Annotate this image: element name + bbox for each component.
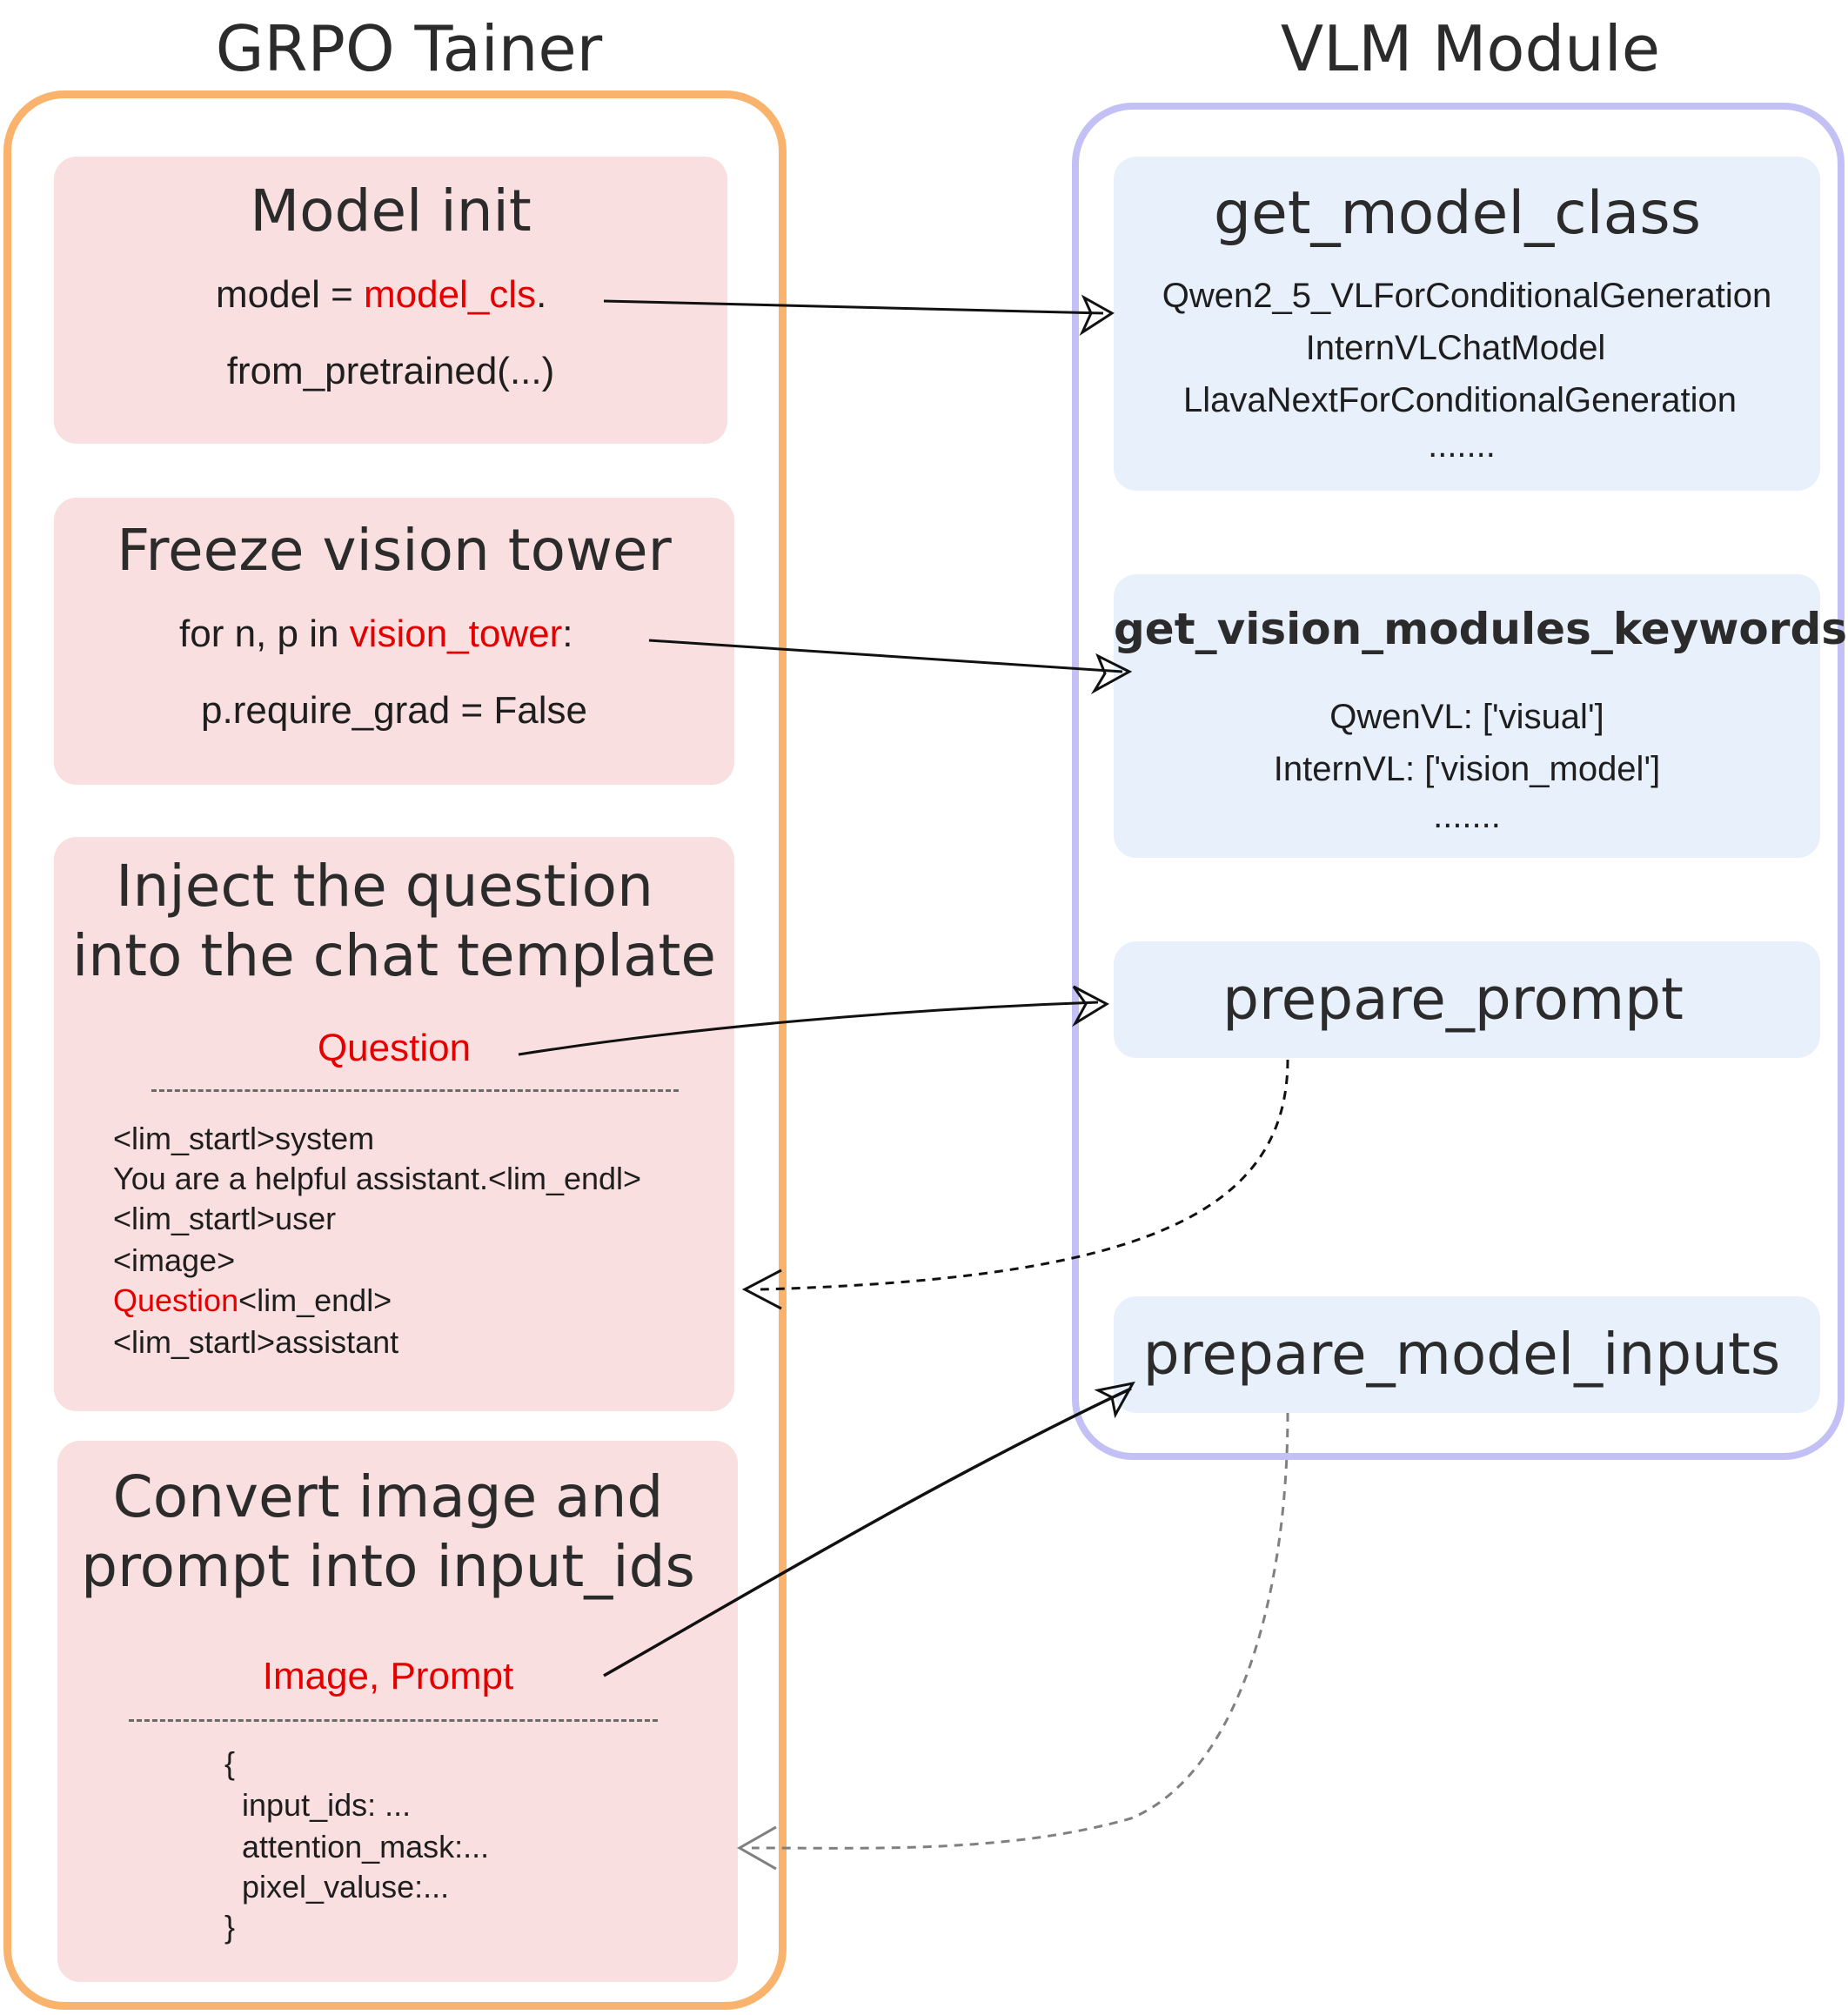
arrowhead-prepare-prompt bbox=[1071, 985, 1110, 1028]
vision-keyword-ellipsis: ....... bbox=[1433, 797, 1501, 835]
convert-image-card: Convert image and prompt into input_ids … bbox=[57, 1441, 738, 1982]
question-input-label: Question bbox=[317, 1027, 472, 1069]
template-line-6: <lim_startl>assistant bbox=[113, 1324, 399, 1360]
question-highlight: Question bbox=[113, 1282, 239, 1318]
inputs-line-4: pixel_valuse:... bbox=[224, 1869, 450, 1905]
template-line-1: <lim_startl>system bbox=[113, 1121, 375, 1156]
convert-title-2: prompt into input_ids bbox=[81, 1533, 695, 1600]
prepare-prompt-title: prepare_prompt bbox=[1222, 966, 1684, 1033]
vision-keyword-internvl: InternVL: ['vision_model'] bbox=[1273, 750, 1661, 788]
freeze-vision-tower-title: Freeze vision tower bbox=[117, 517, 672, 584]
model-class-item-2: InternVLChatModel bbox=[1305, 329, 1606, 367]
template-line-5-post: <lim_endl> bbox=[238, 1282, 392, 1318]
arrow-model-inputs-to-dict bbox=[751, 1412, 1289, 1850]
get-vision-keywords-title: get_vision_modules_keywords bbox=[1114, 604, 1847, 654]
inject-question-title-1: Inject the question bbox=[116, 853, 653, 920]
inject-question-title-2: into the chat template bbox=[71, 922, 717, 989]
vlm-module-frame bbox=[1072, 103, 1845, 1460]
get-model-class-title: get_model_class bbox=[1213, 179, 1702, 248]
model-class-item-ellipsis: ....... bbox=[1428, 426, 1496, 465]
template-line-4: <image> bbox=[113, 1242, 236, 1278]
grpo-trainer-frame bbox=[3, 90, 787, 2010]
template-line-3: <lim_startl>user bbox=[113, 1201, 337, 1236]
inputs-line-3: attention_mask:... bbox=[224, 1829, 490, 1864]
model-init-line1-post: . bbox=[536, 273, 547, 316]
vision-tower-highlight: vision_tower bbox=[349, 613, 563, 655]
freeze-line1: for n, p in vision_tower: bbox=[179, 613, 572, 656]
convert-divider bbox=[129, 1719, 658, 1722]
freeze-line1-post: : bbox=[562, 613, 573, 655]
arrowhead-prepare-model-inputs bbox=[1094, 1381, 1135, 1419]
template-line-2: You are a helpful assistant.<lim_endl> bbox=[113, 1161, 642, 1196]
model-cls-highlight: model_cls bbox=[363, 273, 537, 316]
arrowhead-inputs-dict bbox=[736, 1825, 777, 1871]
vlm-module-title: VLM Module bbox=[1280, 12, 1661, 85]
prepare-model-inputs-card: prepare_model_inputs bbox=[1114, 1296, 1820, 1413]
model-init-line2: from_pretrained(...) bbox=[226, 350, 555, 392]
model-class-item-1: Qwen2_5_VLForConditionalGeneration bbox=[1162, 277, 1772, 315]
image-prompt-input-label: Image, Prompt bbox=[262, 1655, 514, 1697]
arrowhead-get-model-class bbox=[1079, 294, 1115, 337]
arrow-model-cls-to-get-model-class bbox=[603, 299, 1104, 315]
vision-keyword-qwenvl: QwenVL: ['visual'] bbox=[1329, 698, 1604, 736]
arrow-image-prompt-to-model-inputs bbox=[603, 1387, 1132, 1677]
freeze-line2: p.require_grad = False bbox=[201, 689, 587, 732]
inputs-line-1: { bbox=[224, 1745, 236, 1781]
model-init-title: Model init bbox=[250, 177, 532, 244]
model-class-item-3: LlavaNextForConditionalGeneration bbox=[1183, 381, 1737, 419]
arrow-prepare-prompt-to-template bbox=[760, 1059, 1289, 1291]
freeze-line1-pre: for n, p in bbox=[179, 613, 350, 655]
model-init-line1: model = model_cls. bbox=[216, 273, 546, 317]
inject-divider bbox=[151, 1089, 679, 1092]
grpo-trainer-title: GRPO Tainer bbox=[215, 12, 603, 85]
convert-title-1: Convert image and bbox=[112, 1463, 664, 1530]
template-line-5: Question<lim_endl> bbox=[113, 1282, 392, 1319]
inputs-line-5: } bbox=[224, 1909, 236, 1945]
arrow-vision-tower-to-keywords bbox=[648, 639, 1123, 673]
freeze-vision-tower-card: Freeze vision tower for n, p in vision_t… bbox=[54, 498, 734, 785]
get-vision-keywords-card: get_vision_modules_keywords QwenVL: ['vi… bbox=[1114, 574, 1847, 858]
prepare-model-inputs-title: prepare_model_inputs bbox=[1142, 1321, 1781, 1388]
get-model-class-card: get_model_class Qwen2_5_VLForConditional… bbox=[1114, 157, 1820, 491]
inputs-line-2: input_ids: ... bbox=[224, 1787, 412, 1823]
model-init-line1-pre: model = bbox=[216, 273, 364, 316]
inject-question-card: Inject the question into the chat templa… bbox=[54, 837, 734, 1411]
arrowhead-keywords bbox=[1090, 653, 1133, 694]
arrow-question-to-prepare-prompt bbox=[518, 1001, 1099, 1056]
arrowhead-template bbox=[741, 1269, 782, 1310]
prepare-prompt-card: prepare_prompt bbox=[1114, 941, 1820, 1058]
